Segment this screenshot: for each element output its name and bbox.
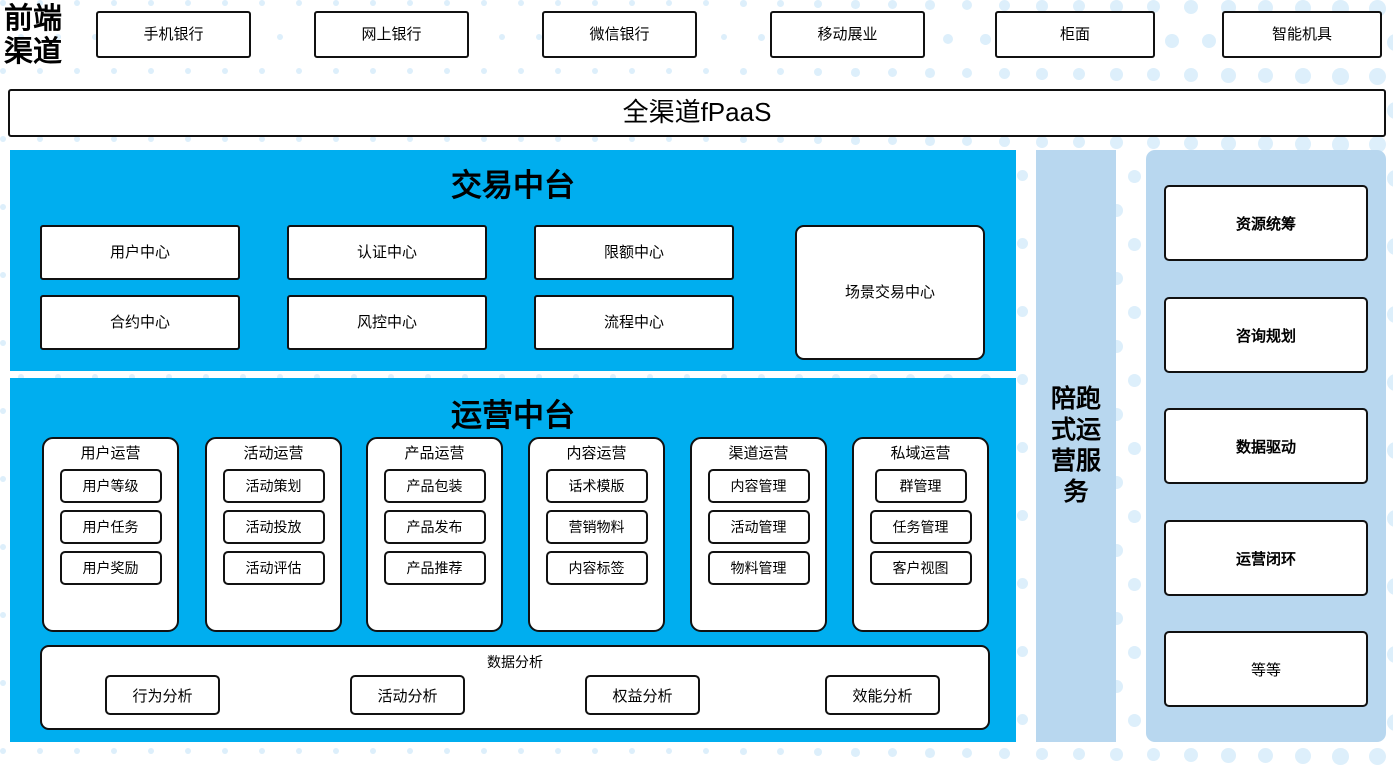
operation-group-item[interactable]: 用户奖励 <box>59 550 162 585</box>
operation-group-item[interactable]: 内容标签 <box>545 550 648 585</box>
operation-group-1: 用户运营用户等级用户任务用户奖励 <box>42 437 179 632</box>
operation-group-title: 产品运营 <box>404 445 465 462</box>
channel-box-6[interactable]: 智能机具 <box>1222 11 1382 58</box>
transaction-cell-2[interactable]: 认证中心 <box>287 225 487 280</box>
operation-group-item[interactable]: 任务管理 <box>869 509 972 544</box>
scene-transaction-center-box[interactable]: 场景交易中心 <box>795 225 985 360</box>
data-analysis-item-4[interactable]: 效能分析 <box>825 675 940 715</box>
transaction-platform-title: 交易中台 <box>451 168 575 203</box>
operation-group-item[interactable]: 营销物料 <box>545 509 648 544</box>
operation-group-5: 渠道运营内容管理活动管理物料管理 <box>690 437 827 632</box>
operation-group-item[interactable]: 话术模版 <box>545 468 648 503</box>
data-analysis-item-3[interactable]: 权益分析 <box>585 675 700 715</box>
transaction-cell-1[interactable]: 用户中心 <box>40 225 240 280</box>
operation-group-item[interactable]: 物料管理 <box>707 550 810 585</box>
transaction-cell-6[interactable]: 流程中心 <box>534 295 734 350</box>
operation-group-6: 私域运营群管理任务管理客户视图 <box>852 437 989 632</box>
operation-group-4: 内容运营话术模版营销物料内容标签 <box>528 437 665 632</box>
operation-group-item[interactable]: 产品推荐 <box>383 550 486 585</box>
omnichannel-fpaas-bar[interactable]: 全渠道fPaaS <box>8 89 1386 137</box>
front-channel-label: 前端 渠道 <box>4 3 63 68</box>
service-capability-cell-5[interactable]: 等等 <box>1164 631 1368 707</box>
transaction-cell-3[interactable]: 限额中心 <box>534 225 734 280</box>
operation-group-title: 活动运营 <box>243 445 304 462</box>
operation-group-item[interactable]: 群管理 <box>874 468 967 503</box>
operation-group-item[interactable]: 用户等级 <box>59 468 162 503</box>
operation-group-item[interactable]: 活动投放 <box>222 509 325 544</box>
channel-box-3[interactable]: 微信银行 <box>542 11 697 58</box>
operation-group-item[interactable]: 活动管理 <box>707 509 810 544</box>
operation-platform-title: 运营中台 <box>451 398 575 433</box>
accompanying-operation-service-column: 陪跑 式运 营服 务 <box>1036 150 1116 742</box>
channel-box-4[interactable]: 移动展业 <box>770 11 925 58</box>
operation-group-item[interactable]: 用户任务 <box>59 509 162 544</box>
operation-group-item[interactable]: 产品包装 <box>383 468 486 503</box>
operation-group-title: 内容运营 <box>566 445 627 462</box>
operation-group-title: 渠道运营 <box>728 445 789 462</box>
operation-group-item[interactable]: 活动评估 <box>222 550 325 585</box>
channel-box-2[interactable]: 网上银行 <box>314 11 469 58</box>
operation-group-title: 私域运营 <box>890 445 951 462</box>
operation-group-3: 产品运营产品包装产品发布产品推荐 <box>366 437 503 632</box>
operation-group-item[interactable]: 内容管理 <box>707 468 810 503</box>
operation-group-2: 活动运营活动策划活动投放活动评估 <box>205 437 342 632</box>
service-capability-cell-3[interactable]: 数据驱动 <box>1164 408 1368 484</box>
channel-box-1[interactable]: 手机银行 <box>96 11 251 58</box>
data-analysis-title: 数据分析 <box>487 654 543 670</box>
transaction-cell-4[interactable]: 合约中心 <box>40 295 240 350</box>
data-analysis-item-2[interactable]: 活动分析 <box>350 675 465 715</box>
service-capability-cell-1[interactable]: 资源统筹 <box>1164 185 1368 261</box>
data-analysis-item-1[interactable]: 行为分析 <box>105 675 220 715</box>
service-capability-cell-4[interactable]: 运营闭环 <box>1164 520 1368 596</box>
transaction-cell-5[interactable]: 风控中心 <box>287 295 487 350</box>
operation-group-item[interactable]: 活动策划 <box>222 468 325 503</box>
operation-group-item[interactable]: 客户视图 <box>869 550 972 585</box>
service-column-label: 陪跑 式运 营服 务 <box>1050 385 1101 506</box>
service-capability-cell-2[interactable]: 咨询规划 <box>1164 297 1368 373</box>
channel-box-5[interactable]: 柜面 <box>995 11 1155 58</box>
operation-group-title: 用户运营 <box>80 445 141 462</box>
operation-group-item[interactable]: 产品发布 <box>383 509 486 544</box>
